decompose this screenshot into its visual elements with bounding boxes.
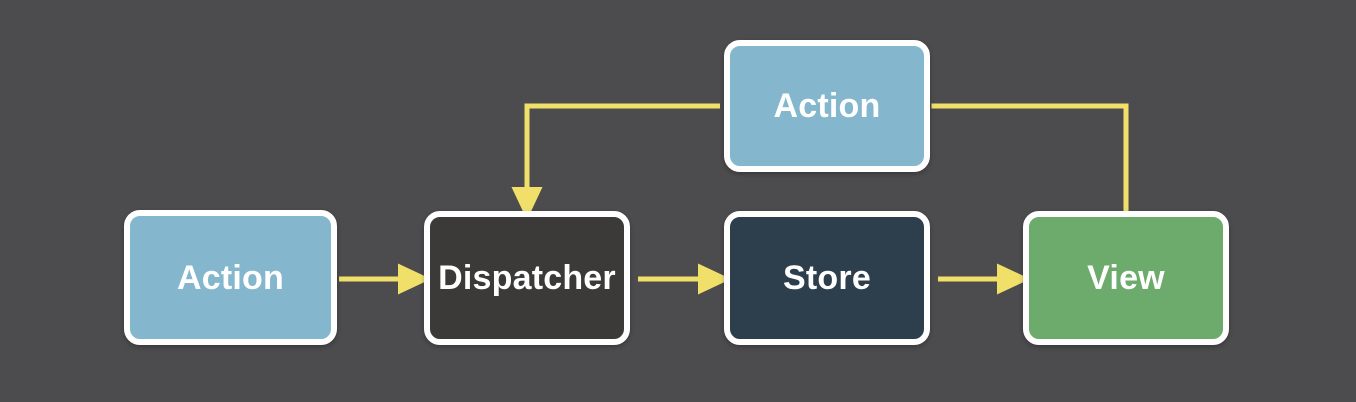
node-action-left[interactable]: Action	[124, 210, 337, 345]
node-action-top[interactable]: Action	[724, 40, 930, 172]
node-dispatcher[interactable]: Dispatcher	[424, 211, 630, 345]
node-store[interactable]: Store	[724, 211, 930, 345]
node-view[interactable]: View	[1023, 211, 1229, 345]
node-label-dispatcher: Dispatcher	[438, 259, 616, 297]
edge-view-to-action-top	[931, 103, 1129, 218]
node-label-action-left: Action	[177, 258, 284, 297]
edge-action-top-to-dispatcher	[511, 103, 720, 220]
node-label-view: View	[1087, 259, 1165, 297]
node-label-store: Store	[783, 259, 871, 297]
node-label-action-top: Action	[773, 87, 881, 125]
